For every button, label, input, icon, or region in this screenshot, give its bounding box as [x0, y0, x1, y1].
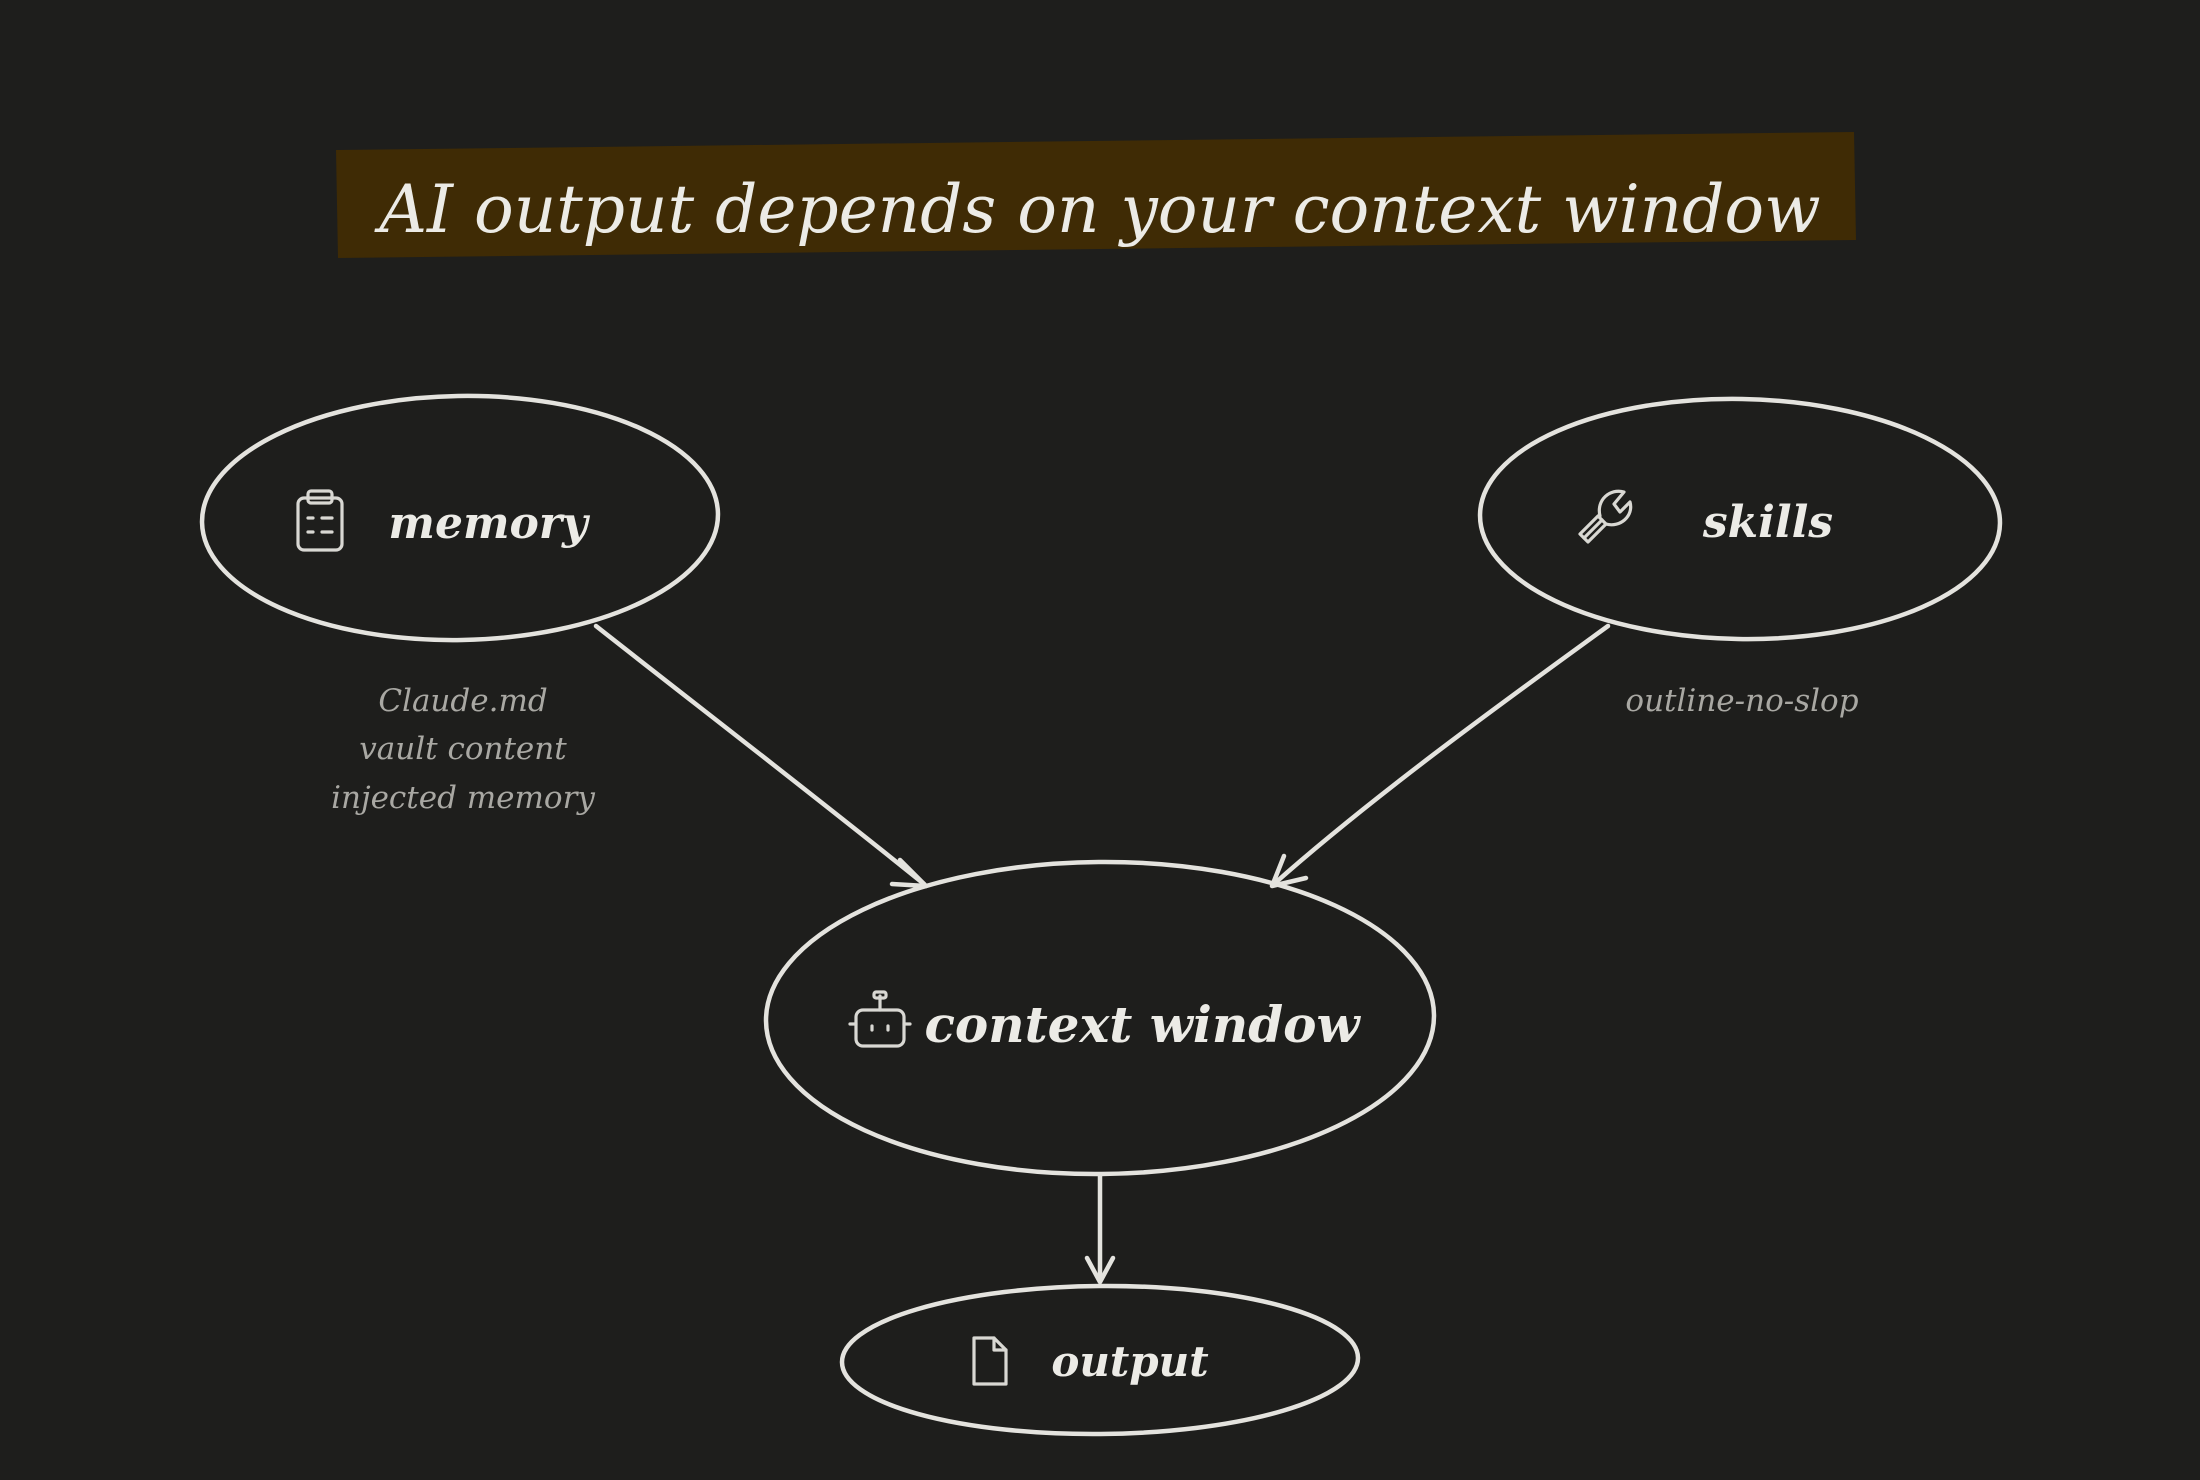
edge-skills-to-context [1271, 623, 1611, 887]
edge-memory-to-context [593, 623, 927, 887]
edges [593, 623, 1611, 1285]
memory-notes: Claude.md vault content injected memory [331, 683, 595, 816]
memory-label: memory [388, 498, 591, 549]
context-window-label: context window [924, 995, 1361, 1054]
skills-label: skills [1702, 497, 1833, 548]
node-output[interactable]: output [839, 1283, 1361, 1437]
note-injected-memory: injected memory [331, 780, 595, 816]
skills-ellipse [1477, 396, 2003, 642]
note-vault-content: vault content [359, 731, 567, 767]
node-memory[interactable]: memory [199, 392, 721, 645]
context-window-ellipse [763, 859, 1437, 1177]
wrench-icon [1578, 489, 1633, 544]
title-band [336, 132, 1856, 258]
note-claude-md: Claude.md [378, 683, 547, 719]
clipboard-icon [296, 489, 344, 552]
title-banner: AI output depends on your context window [336, 132, 1856, 258]
diagram-title: AI output depends on your context window [373, 171, 1820, 248]
robot-icon [848, 990, 912, 1048]
note-outline-no-slop: outline-no-slop [1625, 683, 1858, 719]
arrowhead-context-to-output [1084, 1255, 1116, 1285]
node-skills[interactable]: skills [1477, 394, 2003, 643]
file-icon [972, 1336, 1008, 1386]
output-label: output [1051, 1337, 1208, 1386]
node-context-window[interactable]: context window [763, 859, 1437, 1177]
arrowhead-skills-to-context [1269, 853, 1309, 889]
memory-ellipse [199, 393, 721, 643]
output-ellipse [839, 1283, 1361, 1437]
